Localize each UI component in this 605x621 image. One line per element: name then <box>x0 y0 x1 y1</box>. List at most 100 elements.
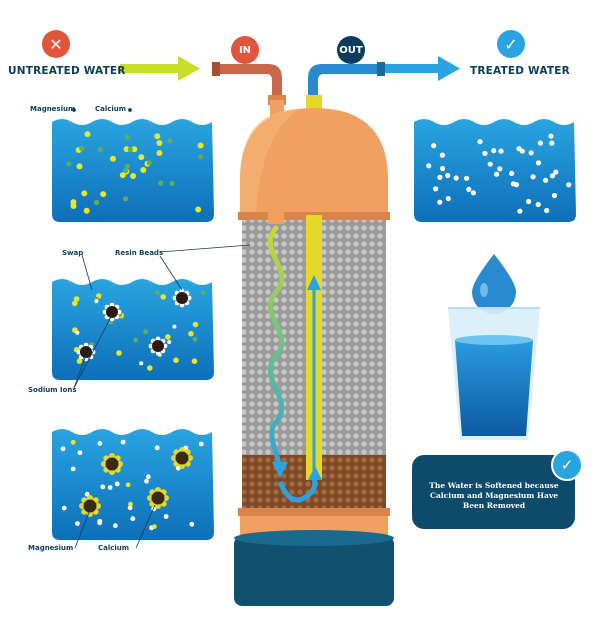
captured-mineral <box>187 455 193 461</box>
sodium-ion <box>100 484 106 490</box>
sodium-ion <box>163 514 169 519</box>
calcium-particle <box>197 142 204 149</box>
treated-water-panel <box>414 119 576 222</box>
sodium-ion <box>517 208 523 214</box>
sodium-ion <box>120 439 126 445</box>
calcium-particle <box>73 296 80 302</box>
in-label: IN <box>238 44 252 56</box>
calcium-particle <box>192 321 199 328</box>
sodium-ion <box>551 192 558 199</box>
note-check-icon: ✓ <box>551 449 583 481</box>
calcium-particle <box>138 154 145 161</box>
magnesium-bottom-label: Magnesium <box>28 544 74 552</box>
sodium-ion <box>437 174 443 180</box>
magnesium-particle <box>124 134 130 140</box>
calcium-particle <box>188 330 194 337</box>
treated-water-label: TREATED WATER <box>470 65 570 77</box>
magnesium-particle <box>146 160 152 166</box>
calcium-particle <box>130 173 137 179</box>
water-drop-icon <box>472 254 516 314</box>
sodium-ion <box>439 165 446 172</box>
sodium-ion <box>433 186 439 192</box>
sodium-ion <box>70 466 76 472</box>
sodium-ion <box>144 478 149 484</box>
sodium-ion <box>528 150 534 156</box>
calcium-particle <box>72 300 78 307</box>
return-flow <box>277 215 322 503</box>
calcium-particle <box>84 131 91 138</box>
magnesium-particle <box>79 145 85 151</box>
sodium-ion <box>112 523 118 529</box>
sodium-ion <box>426 163 432 169</box>
magnesium-particle <box>133 337 139 343</box>
resin-beads-label: Resin Beads <box>115 249 164 257</box>
calcium-particle <box>156 140 163 146</box>
treated-arrow <box>385 56 460 81</box>
resin-bead <box>80 346 92 358</box>
sodium-ion <box>477 139 483 145</box>
calcium-particle <box>125 482 131 488</box>
sodium-ion <box>464 175 470 181</box>
captured-mineral <box>95 503 101 509</box>
out-label: OUT <box>339 44 363 56</box>
untreated-arrow <box>120 56 200 81</box>
sodium-ion <box>526 198 532 205</box>
inflow-snake <box>267 212 288 478</box>
sodium-ion <box>553 169 559 175</box>
calcium-particle <box>160 294 166 300</box>
softened-note-box: The Water is Softened because Calcium an… <box>412 455 575 529</box>
leader-lines <box>72 108 251 549</box>
magnesium-particle <box>192 336 198 342</box>
magnesium-particle <box>200 290 206 295</box>
sodium-ion <box>544 207 550 214</box>
captured-mineral <box>179 447 185 453</box>
resin-bead <box>152 340 164 352</box>
magnesium-particle <box>169 180 175 187</box>
x-icon: ✕ <box>42 30 70 58</box>
calcium-particle <box>100 191 107 198</box>
calcium-particle <box>140 167 147 173</box>
sodium-ion <box>154 445 160 451</box>
calcium-top-label: Calcium <box>95 105 127 113</box>
captured-mineral <box>87 511 93 517</box>
calcium-particle <box>110 155 116 162</box>
in-badge: IN <box>231 36 259 64</box>
calcium-particle <box>116 350 122 356</box>
sodium-ion <box>431 143 437 149</box>
sodium-ion <box>470 190 476 196</box>
sodium-ion <box>139 361 144 366</box>
sodium-ion <box>516 146 522 152</box>
captured-mineral <box>79 503 85 509</box>
swap-label: Swap <box>62 249 84 257</box>
magnesium-particle <box>124 163 130 169</box>
sodium-ion <box>513 182 520 188</box>
magnesium-particle <box>97 146 103 152</box>
magnesium-particle <box>143 329 149 335</box>
sodium-ion <box>61 505 67 511</box>
resin-exchange-panel <box>52 429 214 540</box>
resin-bead <box>83 499 97 513</box>
check-icon: ✓ <box>497 30 525 58</box>
sodium-ions-label: Sodium Ions <box>28 386 77 394</box>
magnesium-particle <box>122 168 129 174</box>
captured-mineral <box>117 461 123 467</box>
calcium-particle <box>76 163 83 170</box>
calcium-particle <box>173 357 179 364</box>
magnesium-particle <box>66 161 72 167</box>
sodium-ion <box>94 299 99 304</box>
calcium-particle <box>128 501 133 507</box>
sodium-ion <box>130 516 136 522</box>
resin-bead <box>176 292 188 304</box>
sodium-ion <box>75 521 80 526</box>
captured-mineral <box>109 453 115 459</box>
magnesium-particle <box>127 146 133 152</box>
sodium-ion <box>167 340 172 344</box>
captured-mineral <box>155 487 161 493</box>
sodium-ion <box>75 330 80 335</box>
sodium-ion <box>497 166 503 172</box>
sodium-ion <box>445 196 451 202</box>
sodium-ion <box>549 173 556 179</box>
softened-note-text: The Water is Softened because Calcium an… <box>429 481 559 510</box>
untreated-water-label: UNTREATED WATER <box>8 65 126 77</box>
